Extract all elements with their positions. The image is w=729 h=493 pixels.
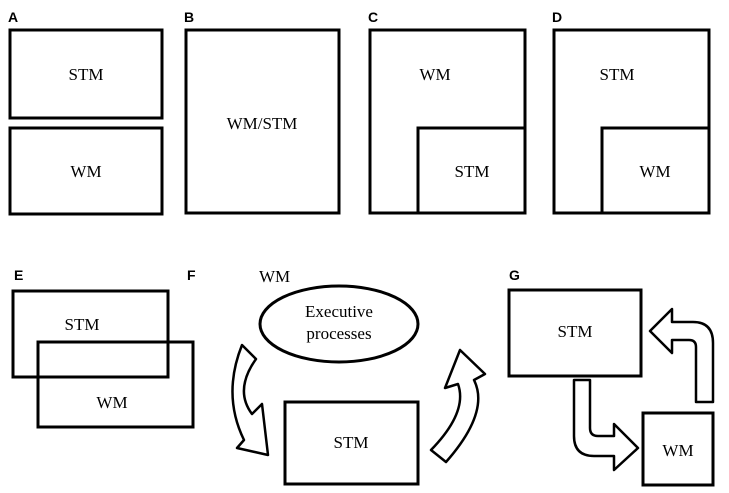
panel-f-up-curved-arrow bbox=[429, 348, 487, 464]
panel-f-ellipse-line1: Executive bbox=[305, 302, 373, 321]
panel-e-wm-box bbox=[36, 340, 195, 429]
panel-f-stm-label: STM bbox=[334, 433, 369, 452]
panel-f-executive-ellipse bbox=[258, 284, 420, 364]
panel-d-inner-label: WM bbox=[639, 162, 670, 181]
panel-a-stm-label: STM bbox=[69, 65, 104, 84]
panel-g-stm-label: STM bbox=[558, 322, 593, 341]
panel-a-wm-label: WM bbox=[70, 162, 101, 181]
panel-f-stm-box bbox=[283, 400, 420, 486]
panel-d-letter: D bbox=[552, 9, 562, 25]
panel-f-wm-label: WM bbox=[259, 267, 290, 286]
panel-g-stm-box bbox=[507, 288, 643, 378]
panel-e-stm-box bbox=[11, 289, 170, 379]
panel-g-wm-box bbox=[641, 411, 715, 487]
panel-c-inner-label: STM bbox=[455, 162, 490, 181]
panel-g-up-left-arrow bbox=[648, 307, 715, 404]
panel-a-wm-box bbox=[8, 126, 164, 216]
panel-c-outer-label: WM bbox=[419, 65, 450, 84]
panel-b-letter: B bbox=[184, 9, 194, 25]
panel-b-box bbox=[184, 28, 341, 215]
panel-g-wm-label: WM bbox=[662, 441, 693, 460]
panel-a-letter: A bbox=[8, 9, 18, 25]
panel-e-letter: E bbox=[14, 267, 23, 283]
panel-e-wm-label: WM bbox=[96, 393, 127, 412]
panel-c-inner-box bbox=[416, 126, 527, 215]
panel-a-stm-box bbox=[8, 28, 164, 120]
panel-f-ellipse-line2: processes bbox=[306, 324, 371, 343]
panel-e-stm-label: STM bbox=[65, 315, 100, 334]
panel-f-letter: F bbox=[187, 267, 196, 283]
panel-d-outer-label: STM bbox=[600, 65, 635, 84]
panel-b-label: WM/STM bbox=[227, 114, 298, 133]
panel-c-letter: C bbox=[368, 9, 378, 25]
panel-f-down-curved-arrow bbox=[231, 343, 270, 457]
panel-d-inner-box bbox=[600, 126, 711, 215]
panel-g-letter: G bbox=[509, 267, 520, 283]
panel-g-down-right-arrow bbox=[572, 378, 640, 472]
